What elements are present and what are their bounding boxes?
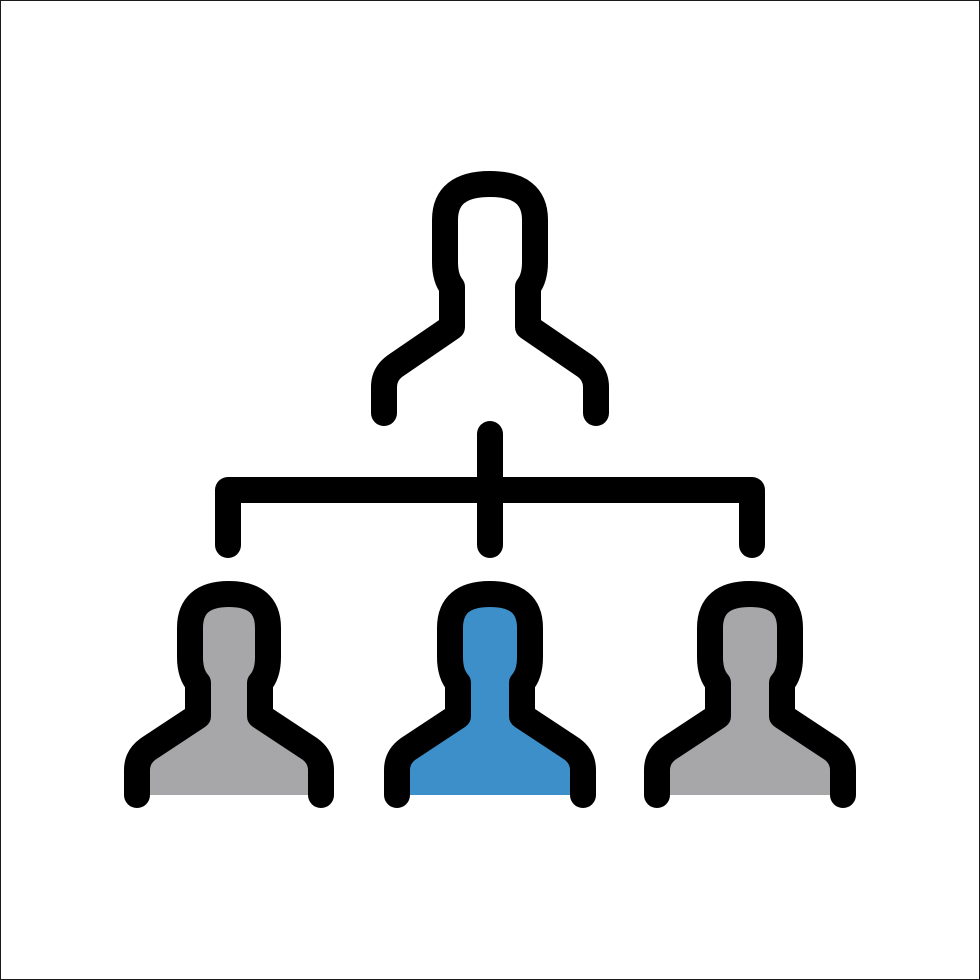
manager-person-icon — [371, 171, 609, 426]
team-member-center-icon — [384, 581, 596, 808]
hierarchy-connector — [215, 421, 765, 558]
team-member-right-icon — [644, 581, 856, 808]
team-member-left-icon — [124, 581, 334, 808]
